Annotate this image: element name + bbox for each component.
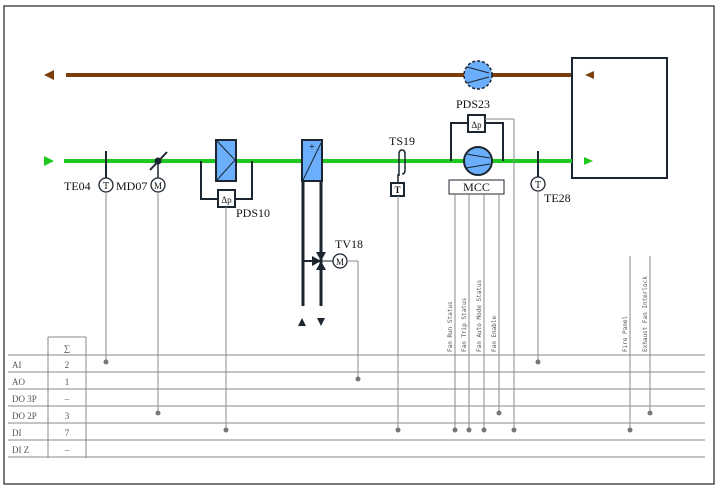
supply-fan[interactable]: Δp PDS23: [450, 97, 504, 176]
md07-label: MD07: [116, 179, 147, 193]
mcc-box[interactable]: MCC: [448, 179, 505, 195]
sum-header: ∑: [64, 343, 70, 353]
table-row: AO 1: [12, 377, 69, 387]
signal-label: Fan Auto Mode Status: [476, 279, 483, 352]
svg-text:T: T: [535, 180, 541, 191]
te04-label: TE04: [64, 179, 91, 193]
connection-dot: [535, 359, 541, 365]
exhaust-air-duct: [44, 70, 594, 80]
differential-pressure-icon: [467, 114, 486, 133]
te28-label: TE28: [544, 191, 571, 205]
svg-text:T: T: [103, 181, 109, 192]
supply-fan-icon: [463, 146, 493, 176]
pds23-signal: [485, 118, 517, 433]
filter-icon: [215, 139, 237, 182]
svg-text:M: M: [336, 257, 344, 267]
connection-dot: [496, 410, 502, 416]
svg-text:Δp: Δp: [471, 120, 482, 130]
fire-panel-signal: [627, 256, 633, 433]
signal-label: Fan Trip Status: [461, 297, 468, 352]
supply-outlet-arrow-icon: [584, 157, 593, 165]
io-type: AO: [12, 377, 25, 387]
io-type: DI Z: [12, 445, 29, 455]
supply-inlet-arrow-icon: [44, 156, 54, 166]
io-type: DO 3P: [12, 394, 37, 404]
io-count: –: [64, 445, 70, 455]
ts19-label: TS19: [389, 134, 415, 148]
io-count: –: [64, 394, 70, 404]
room-box: [571, 57, 668, 179]
tv18-signal: [347, 260, 361, 382]
fan-enable-signal: [496, 194, 502, 416]
connection-dot: [395, 427, 401, 433]
connection-dot: [481, 427, 487, 433]
io-count: 1: [65, 377, 70, 387]
connection-dot: [103, 359, 109, 365]
pds23-label: PDS23: [456, 97, 490, 111]
connection-dot: [223, 427, 229, 433]
pds10-label: PDS10: [236, 206, 270, 220]
te04-signal: [103, 192, 109, 365]
io-type: AI: [12, 360, 22, 370]
exhaust-inlet-arrow-icon: [585, 71, 594, 79]
table-row: DI Z –: [12, 445, 70, 455]
exhaust-fan-icon: [463, 60, 493, 90]
fan-run-status-signal: [452, 194, 458, 433]
pds10-filter-pressure[interactable]: Δp PDS10: [200, 139, 270, 220]
table-row: DO 3P –: [12, 394, 70, 404]
io-table: ∑ AI 2AO 1 DO 3P – DO 2P 3DI 7 DI Z –: [8, 336, 705, 458]
mcc-label: MCC: [463, 180, 490, 194]
exhaust-fan-interlock-signal: [647, 256, 653, 416]
ts19-frost-thermostat[interactable]: T TS19: [389, 134, 415, 197]
exhaust-outlet-arrow-icon: [44, 70, 54, 80]
fan-trip-status-signal: [466, 194, 472, 433]
connection-dot: [452, 427, 458, 433]
tv18-label: TV18: [335, 237, 363, 251]
connection-dot: [647, 410, 653, 416]
connection-dot: [511, 427, 517, 433]
table-row: DI 7: [12, 428, 70, 438]
pds10-signal: [223, 207, 229, 433]
connection-dot: [627, 427, 633, 433]
heating-coil[interactable]: +: [298, 139, 325, 326]
svg-text:T: T: [394, 185, 400, 195]
connection-dot: [355, 376, 361, 382]
signal-label: Fan Run Status: [447, 301, 454, 352]
tv18-valve[interactable]: M TV18: [303, 237, 363, 270]
md07-signal: [155, 192, 161, 416]
io-type: DI: [12, 428, 22, 438]
svg-text:Δp: Δp: [221, 195, 232, 205]
table-row: AI 2: [12, 360, 69, 370]
md07-damper[interactable]: M MD07: [116, 151, 168, 193]
io-count: 2: [65, 360, 70, 370]
signal-label: Fire Panel: [622, 315, 629, 352]
signal-label: Exhaust Fan Interlock: [642, 276, 649, 352]
flow-up-arrow-icon: [298, 318, 306, 326]
signal-label: Fan Enable: [491, 315, 498, 352]
valve-icon: [312, 256, 321, 266]
io-count: 3: [65, 411, 70, 421]
svg-text:M: M: [154, 181, 162, 191]
io-count: 7: [65, 428, 70, 438]
coil-plus-symbol: +: [309, 142, 315, 153]
te28-signal: [535, 191, 541, 365]
fan-auto-mode-signal: [481, 194, 487, 433]
table-row: DO 2P 3: [12, 411, 70, 421]
ts19-signal: [395, 196, 401, 433]
signal-lines: Fan Run Status Fan Trip Status Fan Auto Mo…: [103, 118, 653, 433]
connection-dot: [155, 410, 161, 416]
flow-down-arrow-icon: [317, 318, 325, 326]
drawing-frame: [3, 5, 715, 485]
io-type: DO 2P: [12, 411, 37, 421]
connection-dot: [466, 427, 472, 433]
te04-temperature-sensor[interactable]: T TE04: [64, 151, 114, 193]
